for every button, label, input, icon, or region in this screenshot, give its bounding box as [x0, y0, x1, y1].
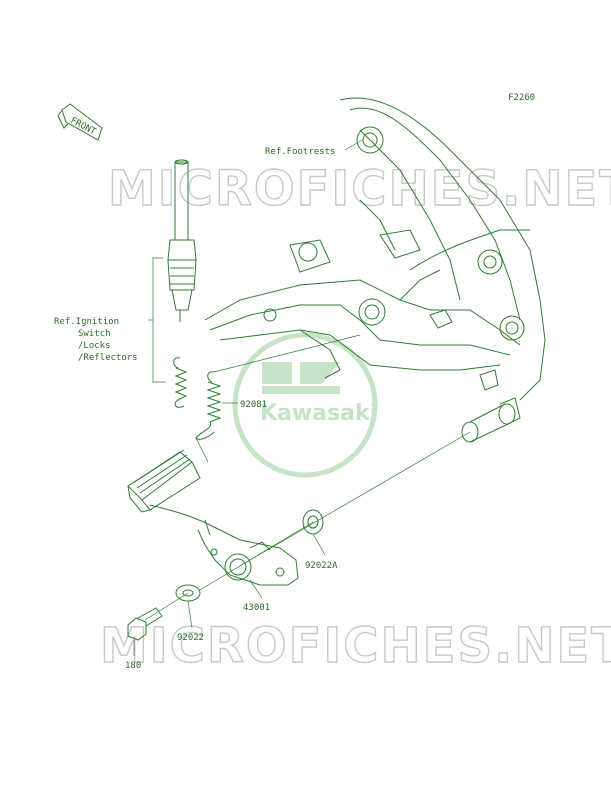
pivot-bushing	[461, 397, 521, 443]
label-92022A: 92022A	[305, 561, 338, 571]
brake-light-switch	[167, 159, 197, 322]
front-label: FRONT	[69, 116, 98, 138]
label-92081: 92081	[240, 400, 267, 410]
label-92022: 92022	[177, 633, 204, 643]
assembly-centerline	[237, 431, 471, 568]
ignition-ref-bracket	[148, 257, 166, 383]
label-ref-footrests: Ref.Footrests	[265, 147, 335, 157]
leader-92022	[187, 600, 193, 629]
label-43001: 43001	[243, 603, 270, 613]
kawasaki-logo: Kawasaki	[232, 332, 378, 478]
leader-92022A	[312, 533, 326, 556]
brake-pedal	[127, 449, 299, 586]
switch-spring	[173, 357, 188, 408]
bolt-centerline	[144, 592, 189, 621]
watermark-bottom: MICROFICHES.NET	[100, 618, 611, 674]
logo-text: Kawasaki	[260, 401, 377, 426]
leader-footrests	[344, 139, 363, 151]
spring-pedal-line	[195, 437, 209, 463]
label-ref-ignition-3: /Locks	[78, 341, 111, 351]
label-180: 180	[125, 661, 141, 671]
washer-centerline	[199, 521, 314, 591]
spring-link-line	[213, 334, 361, 373]
leader-43001	[249, 579, 263, 599]
frame-bracket	[204, 97, 546, 401]
return-spring-92081	[195, 371, 222, 440]
label-ref-ignition-1: Ref.Ignition	[54, 317, 119, 327]
label-ref-ignition-4: /Reflectors	[78, 353, 138, 363]
watermark-top: MICROFICHES.NET	[108, 161, 611, 217]
bolt-180	[127, 607, 163, 641]
front-arrow-icon: FRONT	[57, 103, 103, 141]
figure-code: F2260	[508, 93, 535, 103]
label-ref-ignition-2: Switch	[78, 329, 111, 339]
